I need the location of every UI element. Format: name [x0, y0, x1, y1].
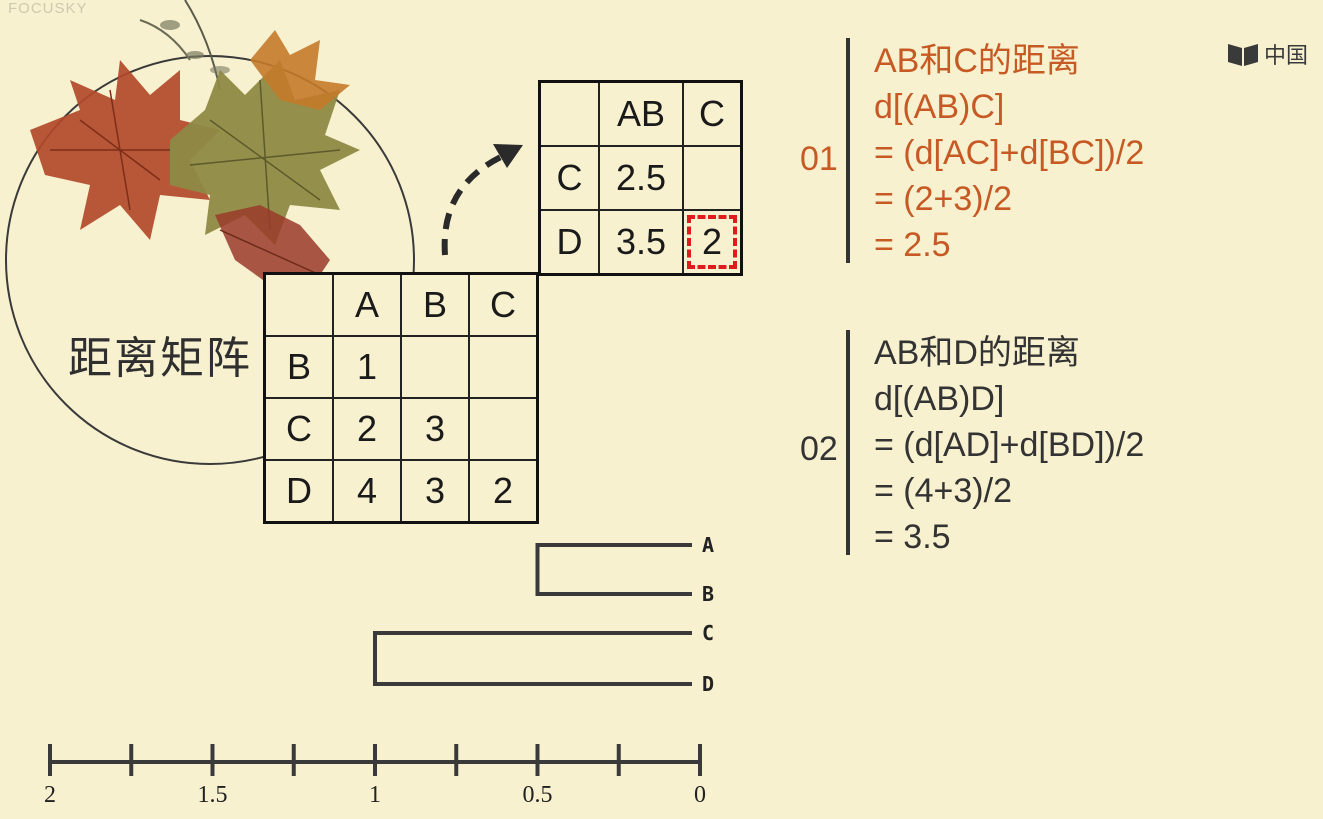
dendrogram-leaf-label: A [702, 533, 714, 557]
matrix-cell [468, 397, 539, 461]
scale-tick-label: 0.5 [523, 782, 553, 808]
matrix-row-label: B [263, 335, 334, 399]
calculation-lines: AB和D的距离 d[(AB)D] = (d[AD]+d[BD])/2 = (4+… [874, 330, 1144, 560]
matrix-cell: 4 [332, 459, 402, 524]
matrix-cell: 2.5 [598, 145, 684, 211]
matrix-cell [682, 145, 743, 211]
calculation-line: = (2+3)/2 [874, 180, 1012, 218]
matrix-row: B 1 [263, 335, 539, 399]
highlight-box [687, 215, 737, 269]
original-distance-matrix: A B C B 1 C 2 3 D 4 3 2 [263, 272, 539, 524]
matrix-cell [400, 335, 470, 399]
matrix-cell [468, 335, 539, 399]
updated-distance-matrix: AB C C 2.5 D 3.5 2 [538, 80, 743, 276]
matrix-row: D 3.5 2 [538, 209, 743, 276]
calculation-line: d[(AB)D] [874, 380, 1005, 418]
matrix-header-cell: B [400, 272, 470, 337]
logo-text: 中国 [1264, 43, 1309, 68]
calculation-line: = (d[AD]+d[BD])/2 [874, 426, 1145, 464]
matrix-corner-cell [263, 272, 334, 337]
highlighted-matrix-cell: 2 [682, 209, 743, 276]
calculation-divider [846, 330, 850, 555]
scale-tick-label: 1 [369, 782, 381, 808]
calculation-result: = 2.5 [874, 226, 951, 264]
book-icon [1228, 44, 1258, 66]
matrix-row: C 2 3 [263, 397, 539, 461]
matrix-cell: 3.5 [598, 209, 684, 276]
dendrogram-leaf-label: D [702, 672, 714, 696]
calculation-heading: AB和D的距离 [874, 334, 1080, 372]
matrix-row: C 2.5 [538, 145, 743, 211]
curved-arrow-icon [441, 144, 523, 256]
scale-tick-label: 0 [694, 782, 706, 808]
calculation-divider [846, 38, 850, 263]
matrix-corner-cell [538, 80, 600, 147]
matrix-row-label: D [263, 459, 334, 524]
watermark: FOCUSKY [8, 0, 88, 17]
matrix-cell: 3 [400, 459, 470, 524]
matrix-cell: 2 [332, 397, 402, 461]
matrix-header-cell: C [682, 80, 743, 147]
highlighted-value: 2 [701, 221, 723, 262]
scale-tick-label: 1.5 [198, 782, 228, 808]
matrix-header-row: A B C [263, 272, 539, 337]
matrix-row-label: D [538, 209, 600, 276]
calculation-lines: AB和C的距离 d[(AB)C] = (d[AC]+d[BC])/2 = (2+… [874, 38, 1144, 268]
calculation-result: = 3.5 [874, 518, 951, 556]
calculation-line: = (d[AC]+d[BC])/2 [874, 134, 1145, 172]
page-title: 距离矩阵 [68, 333, 252, 384]
brand-logo: 中国 [1226, 38, 1308, 70]
decorative-circle [5, 55, 415, 465]
matrix-header-cell: C [468, 272, 539, 337]
calculation-number: 01 [800, 140, 838, 178]
dendrogram-leaf-label: C [702, 621, 714, 645]
matrix-cell: 3 [400, 397, 470, 461]
calculation-line: = (4+3)/2 [874, 472, 1012, 510]
calculation-number: 02 [800, 430, 838, 468]
matrix-header-cell: A [332, 272, 402, 337]
matrix-header-row: AB C [538, 80, 743, 147]
matrix-row: D 4 3 2 [263, 459, 539, 524]
dendrogram-leaf-label: B [702, 582, 714, 606]
matrix-row-label: C [263, 397, 334, 461]
scale-tick-label: 2 [44, 782, 56, 808]
matrix-header-cell: AB [598, 80, 684, 147]
dendrogram-branch [373, 631, 692, 686]
calculation-heading: AB和C的距离 [874, 42, 1080, 80]
dendrogram-branch [535, 543, 692, 596]
calculation-line: d[(AB)C] [874, 88, 1005, 126]
matrix-cell: 2 [468, 459, 539, 524]
matrix-row-label: C [538, 145, 600, 211]
matrix-cell: 1 [332, 335, 402, 399]
autumn-leaves-illustration [30, 0, 360, 290]
